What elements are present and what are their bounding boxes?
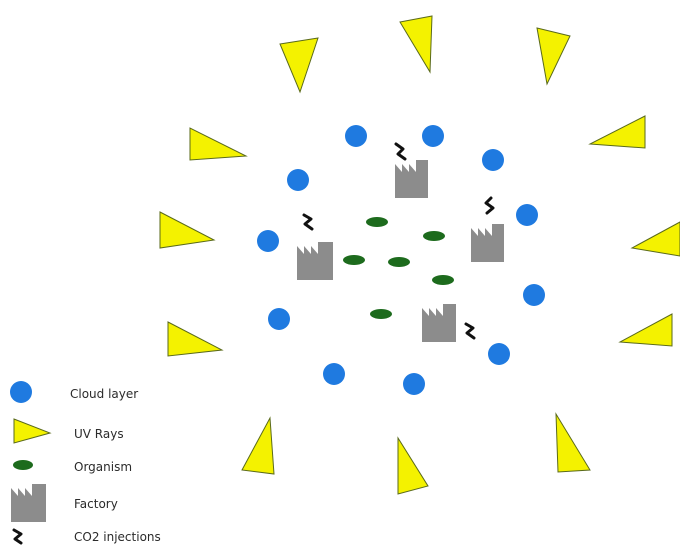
organism-icon [343, 255, 365, 265]
organism-icon [388, 257, 410, 267]
legend-emission-icon [14, 530, 21, 543]
legend-organism-icon [13, 460, 33, 470]
legend-uv-label: UV Rays [74, 427, 124, 441]
legend-organism-label: Organism [74, 460, 132, 474]
factory-icon [395, 160, 428, 198]
cloud-icon [257, 230, 279, 252]
factory-icon [422, 304, 456, 342]
cloud-icon [403, 373, 425, 395]
uv-ray-icon [632, 222, 680, 256]
factory-icon [471, 224, 504, 262]
cloud-icon [268, 308, 290, 330]
uv-ray-icon [168, 322, 222, 356]
uv-ray-icon [280, 38, 318, 92]
emission-icon [486, 198, 493, 213]
uv-ray-icon [398, 438, 428, 494]
organism-icon [423, 231, 445, 241]
legend-cloud-label: Cloud layer [70, 387, 138, 401]
legend-factory-icon [11, 484, 46, 522]
cloud-icon [422, 125, 444, 147]
uv-rays-group [160, 16, 680, 494]
organisms-group [343, 217, 454, 319]
factory-icon [297, 242, 333, 280]
uv-ray-icon [190, 128, 246, 160]
uv-ray-icon [160, 212, 214, 248]
legend-uv-icon [14, 419, 50, 443]
uv-ray-icon [590, 116, 645, 148]
cloud-icon [482, 149, 504, 171]
cloud-icon [516, 204, 538, 226]
uv-ray-icon [537, 28, 570, 84]
organism-icon [432, 275, 454, 285]
cloud-icon [287, 169, 309, 191]
cloud-icon [488, 343, 510, 365]
legend: Cloud layer UV Rays Organism Factory CO2… [10, 381, 161, 544]
uv-ray-icon [400, 16, 432, 72]
emission-icon [304, 215, 312, 229]
emission-icon [396, 144, 405, 159]
emission-icon [466, 324, 474, 338]
uv-ray-icon [242, 418, 274, 474]
legend-factory-label: Factory [74, 497, 118, 511]
uv-ray-icon [620, 314, 672, 346]
cloud-icon [345, 125, 367, 147]
cloud-icon [323, 363, 345, 385]
organism-icon [366, 217, 388, 227]
legend-cloud-icon [10, 381, 32, 403]
uv-ray-icon [556, 414, 590, 472]
cloud-icon [523, 284, 545, 306]
legend-emission-label: CO2 injections [74, 530, 161, 544]
organism-icon [370, 309, 392, 319]
factories-group [297, 160, 504, 342]
